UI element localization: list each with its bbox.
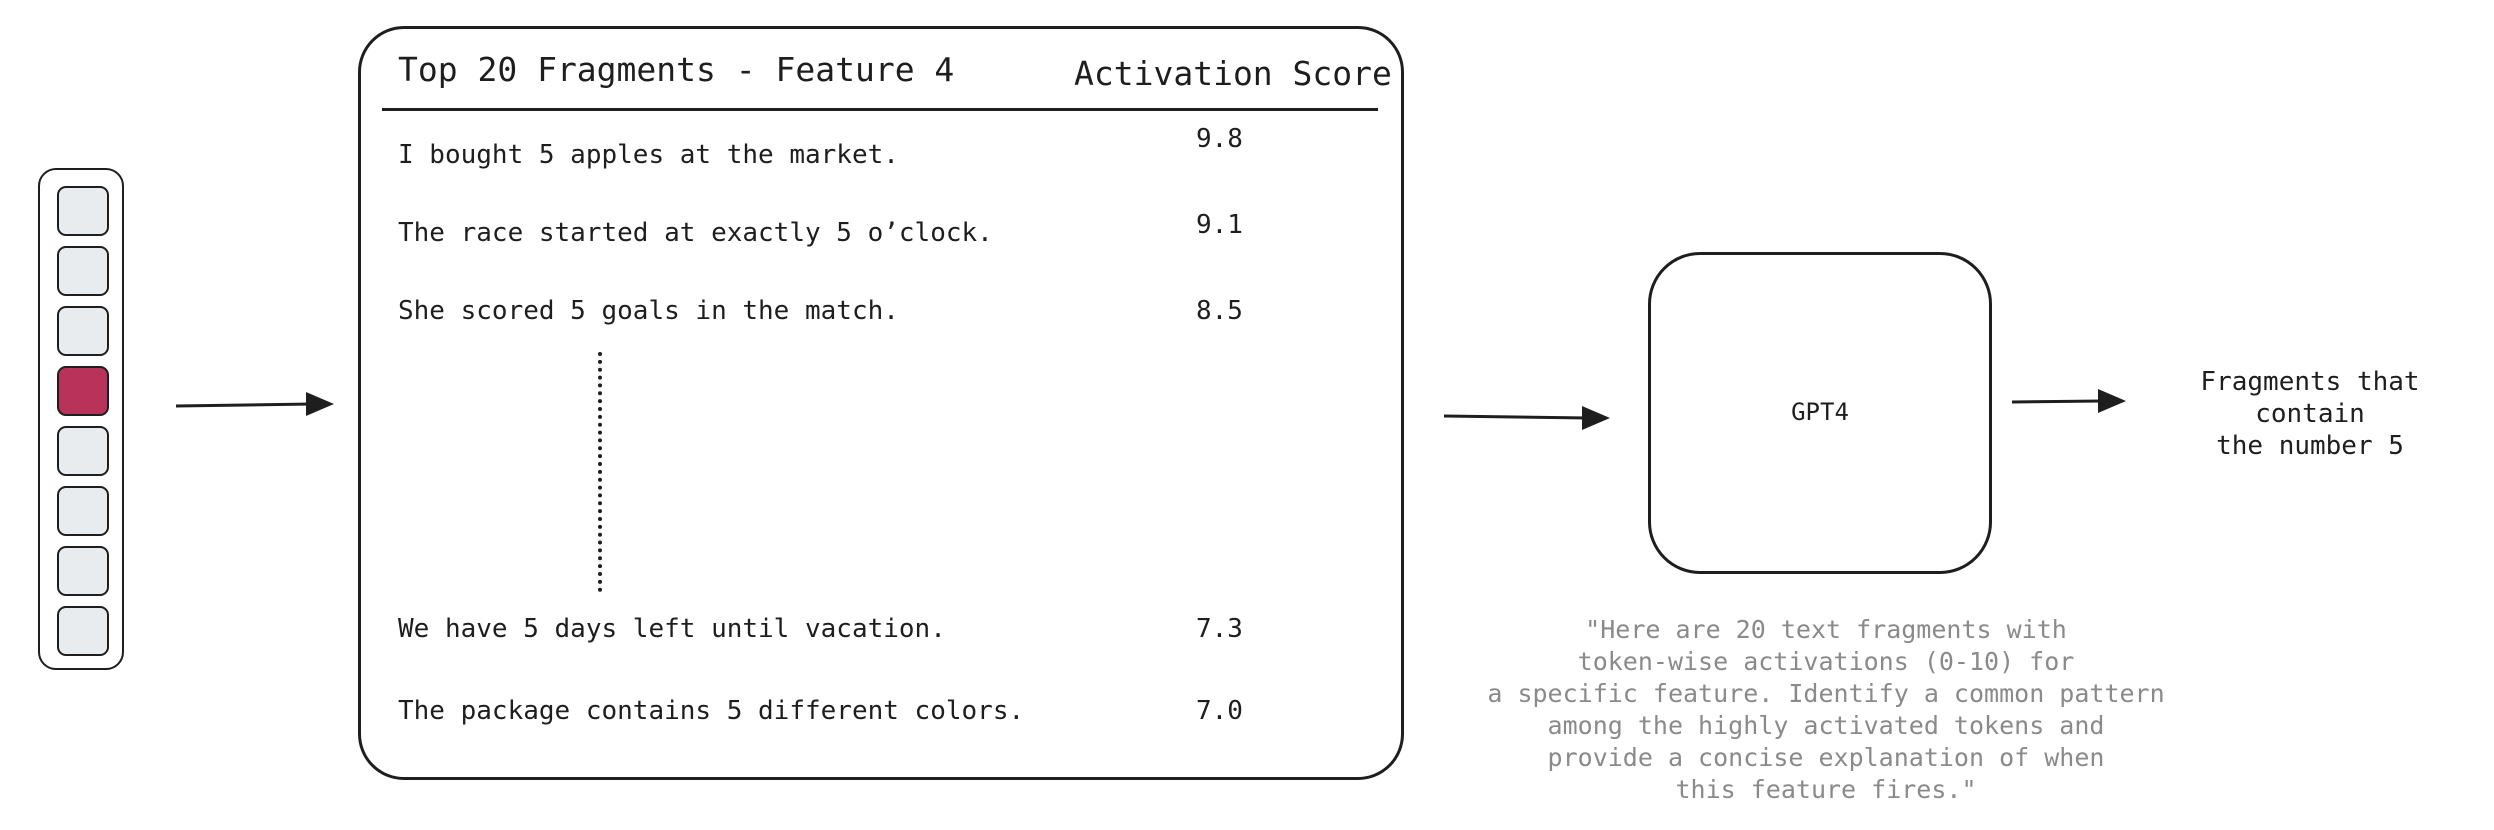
feature-vector <box>38 168 124 670</box>
feature-cell <box>57 426 109 476</box>
fragment-score: 9.8 <box>1196 124 1243 154</box>
fragment-score: 8.5 <box>1196 296 1243 326</box>
fragment-text: She scored 5 goals in the match. <box>398 296 899 326</box>
fragments-panel <box>358 26 1404 780</box>
model-box <box>1648 252 1992 574</box>
feature-cell <box>57 606 109 656</box>
feature-cell <box>57 246 109 296</box>
fragment-text: I bought 5 apples at the market. <box>398 140 899 170</box>
panel-title: Top 20 Fragments - Feature 4 <box>398 50 955 89</box>
feature-cell <box>57 306 109 356</box>
fragment-score: 7.0 <box>1196 696 1243 726</box>
arrow-model-to-output <box>2011 389 2126 413</box>
fragment-score: 9.1 <box>1196 210 1243 240</box>
ellipsis-dots <box>598 352 602 592</box>
feature-cell-active <box>57 366 109 416</box>
header-divider <box>382 108 1378 111</box>
fragment-text: We have 5 days left until vacation. <box>398 614 946 644</box>
activation-score-header: Activation Score <box>1074 54 1392 93</box>
fragment-text: The package contains 5 different colors. <box>398 696 1025 726</box>
output-label: Fragments that contain the number 5 <box>2200 367 2420 461</box>
fragment-text: The race started at exactly 5 o’clock. <box>398 218 993 248</box>
feature-cell <box>57 186 109 236</box>
feature-cell <box>57 546 109 596</box>
prompt-text: "Here are 20 text fragments with token-w… <box>1487 615 2165 804</box>
arrow-panel-to-model <box>1443 406 1610 430</box>
model-label: GPT4 <box>1791 398 1849 426</box>
feature-cell <box>57 486 109 536</box>
arrow-vector-to-panel <box>175 392 334 416</box>
fragment-score: 7.3 <box>1196 614 1243 644</box>
